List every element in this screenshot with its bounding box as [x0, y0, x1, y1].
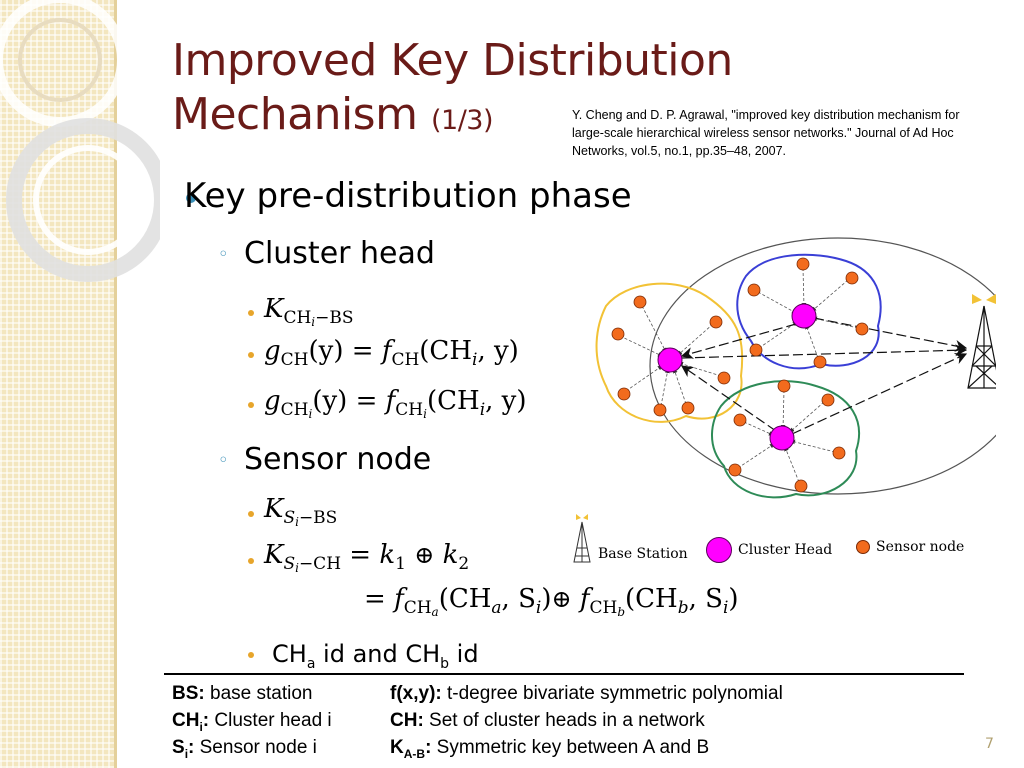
formula-k-ch-bs: KCHi−BS	[264, 294, 354, 329]
bullet-dot-small	[248, 558, 254, 564]
citation: Y. Cheng and D. P. Agrawal, "improved ke…	[572, 108, 960, 158]
cluster-blue	[736, 253, 882, 370]
bullet-sensor-node: Sensor node	[244, 442, 432, 477]
bullet-dot-small	[248, 511, 254, 517]
sub-bullet-ring: ◦	[218, 244, 229, 265]
formula-g-ch: gCH(y) = fCH(CHi, y)	[264, 336, 519, 370]
bullet-dot	[186, 193, 196, 203]
legend-row-2: CHi: Cluster head i CH: Set of cluster h…	[172, 710, 705, 734]
legend-sensor-node-label: Sensor node	[876, 539, 965, 555]
slide-title: Improved Key Distribution Mechanism (1/3…	[172, 34, 733, 148]
decorative-circles	[0, 0, 160, 282]
definitions-divider	[164, 673, 964, 675]
bullet-dot-small	[248, 652, 254, 658]
legend-tower-icon	[573, 514, 591, 563]
cluster-green	[711, 380, 861, 499]
bullet-cluster-head: Cluster head	[244, 236, 435, 271]
bullet-dot-small	[248, 352, 254, 358]
legend-row-1: BS: base station f(x,y): t-degree bivari…	[172, 683, 783, 704]
legend-cluster-head-marker	[706, 537, 732, 563]
legend-base-station-label: Base Station	[598, 546, 688, 562]
legend-sensor-node-marker	[856, 540, 870, 554]
sub-bullet-ring: ◦	[218, 450, 229, 471]
page-number: 7	[985, 736, 994, 752]
title-line-2: Mechanism	[172, 89, 418, 140]
bullet-dot-small	[248, 402, 254, 408]
title-part: (1/3)	[430, 105, 494, 136]
network-diagram	[595, 237, 996, 499]
formula-g-chi: gCHi(y) = fCHi(CHi, y)	[264, 386, 527, 421]
bullet-key-predistribution: Key pre-distribution phase	[184, 176, 632, 216]
network-boundary	[649, 237, 996, 495]
legend-cluster-head-label: Cluster Head	[738, 542, 833, 558]
base-station-tower-icon	[967, 294, 996, 389]
title-line-1: Improved Key Distribution	[172, 35, 733, 86]
legend-row-3: Si: Sensor node i KA-B: Symmetric key be…	[172, 737, 710, 761]
bullet-dot-small	[248, 310, 254, 316]
formula-k-si-bs: KSi−BS	[264, 494, 338, 529]
formula-k-si-ch: KSi−CH = k1 ⊕ k2	[264, 540, 470, 575]
cluster-yellow	[595, 282, 744, 423]
formula-expansion: = fCHa(CHa, Si)⊕ fCHb(CHb, Si)	[364, 584, 739, 619]
side-divider	[114, 0, 117, 768]
ch-ids-line: CHa id and CHb id	[272, 640, 479, 672]
